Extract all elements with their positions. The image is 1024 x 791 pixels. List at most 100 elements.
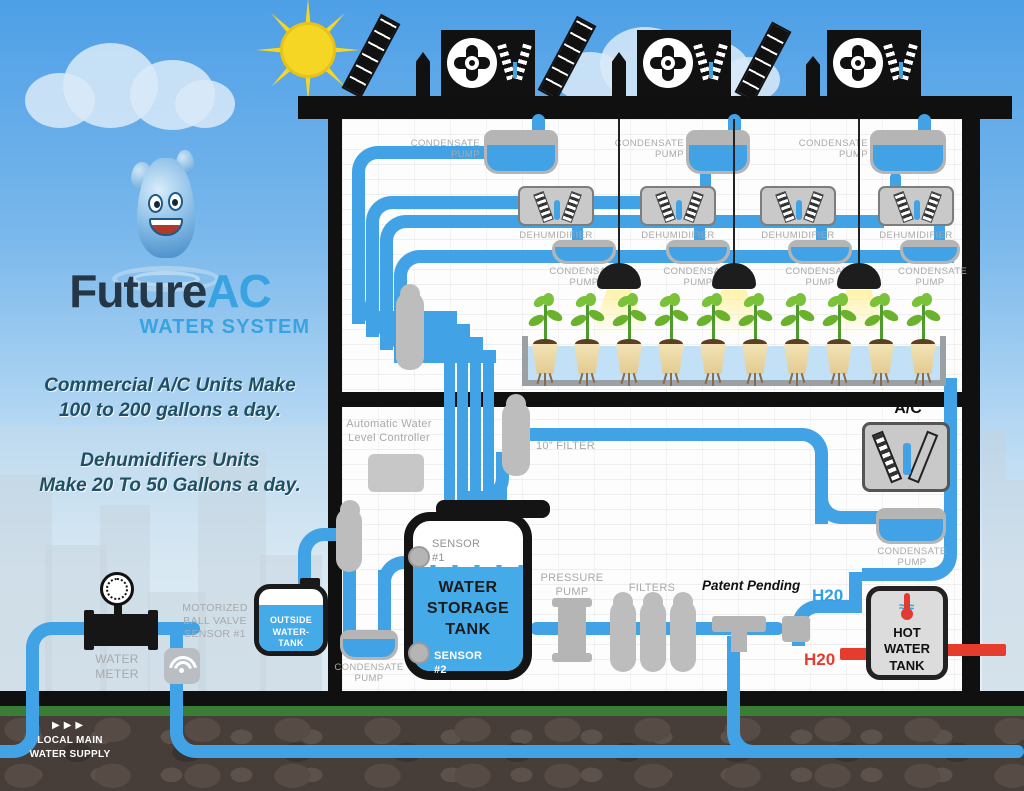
arrow-icon: ▶ xyxy=(63,720,76,731)
dehumidifier-label: DEHUMIDIFIER xyxy=(519,230,593,241)
sensor-1-label: SENSOR #1 xyxy=(432,538,481,564)
condensate-pump-basin xyxy=(340,630,398,660)
condensate-pump-label: CONDENSATE PUMP xyxy=(785,266,855,289)
plant xyxy=(904,288,943,388)
pipe xyxy=(483,356,494,513)
tee-fitting xyxy=(712,616,766,632)
lamp-cord xyxy=(618,119,620,267)
building-left-wall xyxy=(328,112,342,692)
condensate-pump-label: CONDENSATE PUMP xyxy=(410,138,480,161)
pipe xyxy=(470,343,481,513)
water-meter-valve xyxy=(84,610,94,650)
pipe xyxy=(700,168,711,202)
rooftop-ac-unit xyxy=(827,30,921,97)
plant xyxy=(862,288,901,388)
pipe xyxy=(343,566,356,640)
water-meter-valve xyxy=(92,614,150,646)
plant xyxy=(652,288,691,388)
ground-line xyxy=(0,691,1024,707)
water-meter-label: WATER METER xyxy=(95,652,139,681)
intro-line-4: Make 20 To 50 Gallons a day. xyxy=(39,475,301,497)
roof-bar xyxy=(298,96,1012,119)
pressure-pump xyxy=(552,653,592,662)
condensate-pump-basin xyxy=(552,240,616,264)
condensate-pump-basin xyxy=(484,130,558,174)
plant xyxy=(736,288,775,388)
pipe xyxy=(572,222,583,252)
filter-canister xyxy=(610,600,636,672)
rooftop-ac-unit xyxy=(441,30,535,97)
outside-tank-cap xyxy=(300,578,320,587)
plant xyxy=(610,288,649,388)
water-meter-gauge-icon xyxy=(100,572,134,606)
hydroponic-tray xyxy=(522,336,946,386)
dehumidifier-unit xyxy=(878,186,954,226)
intro-text: Commercial A/C Units Make 100 to 200 gal… xyxy=(18,374,322,499)
dehumidifier-unit xyxy=(518,186,594,226)
brand-title: FutureAC xyxy=(30,264,310,318)
dehumidifier-unit xyxy=(640,186,716,226)
dehumidifier-label: DEHUMIDIFIER xyxy=(761,230,835,241)
condensate-pump-label: CONDENSATE PUMP xyxy=(877,546,947,569)
lamp-cord xyxy=(733,119,735,267)
floor-divider xyxy=(342,392,962,407)
pressure-pump-label: PRESSURE PUMP xyxy=(540,572,604,598)
pipe xyxy=(195,745,1024,758)
ac-label: A/C xyxy=(894,400,922,417)
intro-line-1: Commercial A/C Units Make xyxy=(44,375,296,396)
roof-vent-icon xyxy=(806,56,820,96)
condensate-pump-basin xyxy=(900,240,960,264)
pipe xyxy=(170,700,238,758)
skyline-building xyxy=(198,452,266,691)
brand-primary: Future xyxy=(69,265,207,317)
ripple-icon xyxy=(112,266,220,292)
plant xyxy=(526,288,565,388)
hot-water-tank: ≈≈ HOT WATER TANK xyxy=(866,586,948,680)
thermometer-icon xyxy=(901,608,913,620)
dehumidifier-label: DEHUMIDIFIER xyxy=(879,230,953,241)
condensate-pump-basin xyxy=(870,130,946,174)
grass-strip xyxy=(0,706,1024,717)
water-storage-tank xyxy=(404,512,532,680)
arrow-icon: ▶ xyxy=(75,720,88,731)
thermometer-icon xyxy=(904,593,910,611)
inline-filter-icon xyxy=(396,292,424,370)
condensate-pump-label: CONDENSATE PUMP xyxy=(798,138,868,161)
water-meter-stem xyxy=(114,598,122,614)
sensor-dot xyxy=(408,642,430,664)
condensate-pump-basin xyxy=(876,508,946,544)
plant xyxy=(820,288,859,388)
ac-evaporator-unit xyxy=(862,422,950,492)
condensate-pump-basin xyxy=(788,240,852,264)
condensate-pump-label: CONDENSATE PUMP xyxy=(334,662,404,685)
grow-lamp-icon xyxy=(712,263,756,289)
sun-icon xyxy=(258,0,358,102)
roof-vent-icon xyxy=(416,52,430,96)
pipe xyxy=(934,222,945,252)
h2o-hot-label: H20 xyxy=(804,650,836,669)
wifi-icon xyxy=(174,661,192,669)
pipe xyxy=(352,146,492,324)
sensor-2-label: SENSOR #2 xyxy=(434,650,483,676)
condensate-pump-basin xyxy=(666,240,730,264)
skyline-building xyxy=(1006,480,1024,691)
ripple-icon xyxy=(132,271,200,287)
intro-line-3: Dehumidifiers Units xyxy=(80,450,260,472)
condensate-pump-basin xyxy=(686,130,750,174)
pipe xyxy=(716,428,828,524)
grow-lamp-icon xyxy=(597,263,641,289)
inline-filter-icon xyxy=(336,508,362,572)
pipe xyxy=(378,570,391,636)
pressure-pump xyxy=(558,606,586,654)
inline-filter-icon xyxy=(502,402,530,476)
roof-vent-icon xyxy=(612,52,626,96)
wifi-icon xyxy=(179,668,184,673)
hot-water-pipe xyxy=(840,648,872,660)
dehumidifier-label: DEHUMIDIFIER xyxy=(641,230,715,241)
cloud xyxy=(25,35,240,130)
sensor-dot xyxy=(408,546,430,568)
condensate-pump-label: CONDENSATE PUMP xyxy=(663,266,733,289)
pipe xyxy=(816,222,827,252)
pipe xyxy=(516,428,726,441)
